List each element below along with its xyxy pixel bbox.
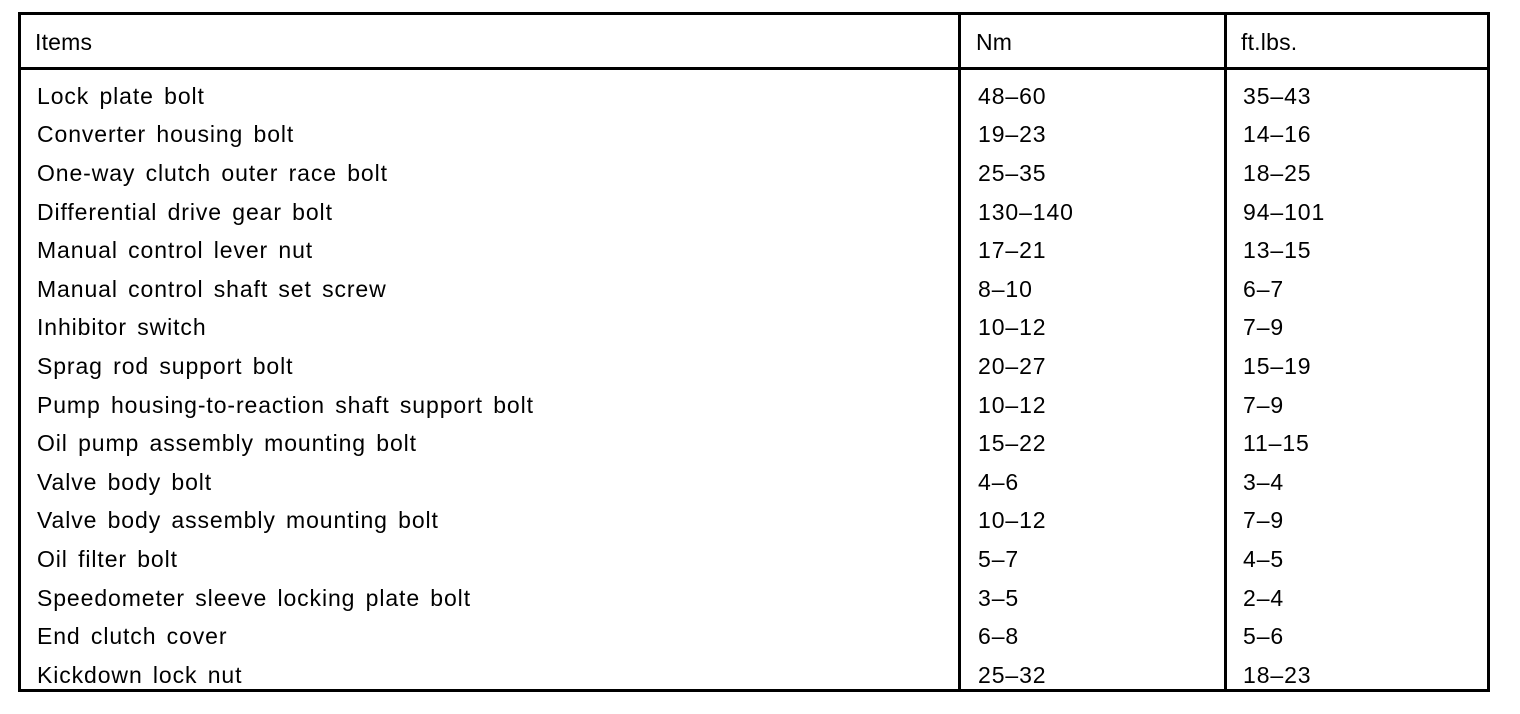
cell-item-name: Kickdown lock nut — [37, 661, 243, 688]
cell-torque-nm: 10–12 — [978, 507, 1047, 534]
cell-item-name: Converter housing bolt — [37, 121, 295, 148]
table-row: Valve body bolt 4–6 3–4 — [21, 463, 1487, 502]
cell-torque-nm: 6–8 — [978, 623, 1020, 650]
cell-torque-ftlbs: 35–43 — [1243, 82, 1312, 109]
cell-torque-nm: 130–140 — [978, 198, 1074, 225]
cell-torque-ftlbs: 4–5 — [1243, 545, 1285, 572]
table-row: Valve body assembly mounting bolt 10–12 7–… — [21, 502, 1487, 541]
cell-torque-nm: 48–60 — [978, 82, 1047, 109]
cell-item-name: Manual control shaft set screw — [37, 275, 387, 302]
cell-torque-ftlbs: 11–15 — [1243, 430, 1310, 457]
torque-specification-table: Items Nm ft.lbs. Lock plate bolt 48–60 35–… — [18, 12, 1490, 692]
cell-torque-ftlbs: 6–7 — [1243, 275, 1285, 302]
cell-item-name: End clutch cover — [37, 623, 228, 650]
table-row: Manual control lever nut 17–21 13–15 — [21, 231, 1487, 270]
cell-torque-ftlbs: 15–19 — [1243, 352, 1312, 379]
cell-torque-ftlbs: 7–9 — [1243, 391, 1285, 418]
cell-item-name: Manual control lever nut — [37, 237, 314, 264]
cell-torque-nm: 20–27 — [978, 352, 1047, 379]
table-row: Converter housing bolt 19–23 14–16 — [21, 116, 1487, 155]
cell-torque-nm: 17–21 — [978, 237, 1047, 264]
cell-torque-ftlbs: 18–23 — [1243, 661, 1312, 688]
cell-item-name: One-way clutch outer race bolt — [37, 159, 388, 186]
cell-torque-ftlbs: 7–9 — [1243, 507, 1285, 534]
header-column-divider-1 — [958, 15, 961, 70]
cell-torque-nm: 4–6 — [978, 468, 1020, 495]
cell-torque-nm: 10–12 — [978, 314, 1047, 341]
cell-item-name: Valve body assembly mounting bolt — [37, 507, 439, 534]
cell-torque-nm: 5–7 — [978, 545, 1020, 572]
cell-item-name: Differential drive gear bolt — [37, 198, 333, 225]
table-row: Speedometer sleeve locking plate bolt 3–5… — [21, 579, 1487, 618]
cell-torque-nm: 25–35 — [978, 159, 1047, 186]
table-row: Manual control shaft set screw 8–10 6–7 — [21, 270, 1487, 309]
column-header-items: Items — [35, 29, 93, 55]
body-column-divider-2 — [1224, 70, 1227, 689]
cell-torque-nm: 15–22 — [978, 430, 1047, 457]
cell-torque-nm: 3–5 — [978, 584, 1020, 611]
column-header-ftlbs: ft.lbs. — [1241, 29, 1298, 55]
cell-torque-nm: 19–23 — [978, 121, 1047, 148]
table-row: Oil pump assembly mounting bolt 15–22 11–1… — [21, 424, 1487, 463]
cell-item-name: Speedometer sleeve locking plate bolt — [37, 584, 471, 611]
cell-torque-ftlbs: 7–9 — [1243, 314, 1285, 341]
cell-item-name: Lock plate bolt — [37, 82, 205, 109]
cell-torque-ftlbs: 13–15 — [1243, 237, 1312, 264]
cell-torque-ftlbs: 5–6 — [1243, 623, 1285, 650]
header-column-divider-2 — [1224, 15, 1227, 70]
table-header-row: Items Nm ft.lbs. — [21, 15, 1487, 70]
cell-item-name: Oil pump assembly mounting bolt — [37, 430, 417, 457]
cell-torque-nm: 25–32 — [978, 661, 1047, 688]
cell-torque-nm: 8–10 — [978, 275, 1033, 302]
cell-item-name: Oil filter bolt — [37, 545, 178, 572]
cell-torque-ftlbs: 18–25 — [1243, 159, 1312, 186]
cell-torque-ftlbs: 3–4 — [1243, 468, 1285, 495]
table-row: Lock plate bolt 48–60 35–43 — [21, 77, 1487, 116]
cell-item-name: Valve body bolt — [37, 468, 213, 495]
column-header-nm: Nm — [976, 29, 1013, 55]
cell-torque-nm: 10–12 — [978, 391, 1047, 418]
cell-item-name: Sprag rod support bolt — [37, 352, 294, 379]
table-row: End clutch cover 6–8 5–6 — [21, 617, 1487, 656]
table-row: Kickdown lock nut 25–32 18–23 — [21, 656, 1487, 689]
table-row: Pump housing-to-reaction shaft support b… — [21, 386, 1487, 425]
cell-item-name: Inhibitor switch — [37, 314, 207, 341]
table-row: Oil filter bolt 5–7 4–5 — [21, 540, 1487, 579]
cell-item-name: Pump housing-to-reaction shaft support b… — [37, 391, 534, 418]
body-column-divider-1 — [958, 70, 961, 689]
table-row: One-way clutch outer race bolt 25–35 18–25 — [21, 154, 1487, 193]
cell-torque-ftlbs: 2–4 — [1243, 584, 1285, 611]
table-row: Sprag rod support bolt 20–27 15–19 — [21, 347, 1487, 386]
cell-torque-ftlbs: 94–101 — [1243, 198, 1326, 225]
cell-torque-ftlbs: 14–16 — [1243, 121, 1312, 148]
table-row: Differential drive gear bolt 130–140 94–10… — [21, 193, 1487, 232]
table-row: Inhibitor switch 10–12 7–9 — [21, 309, 1487, 348]
